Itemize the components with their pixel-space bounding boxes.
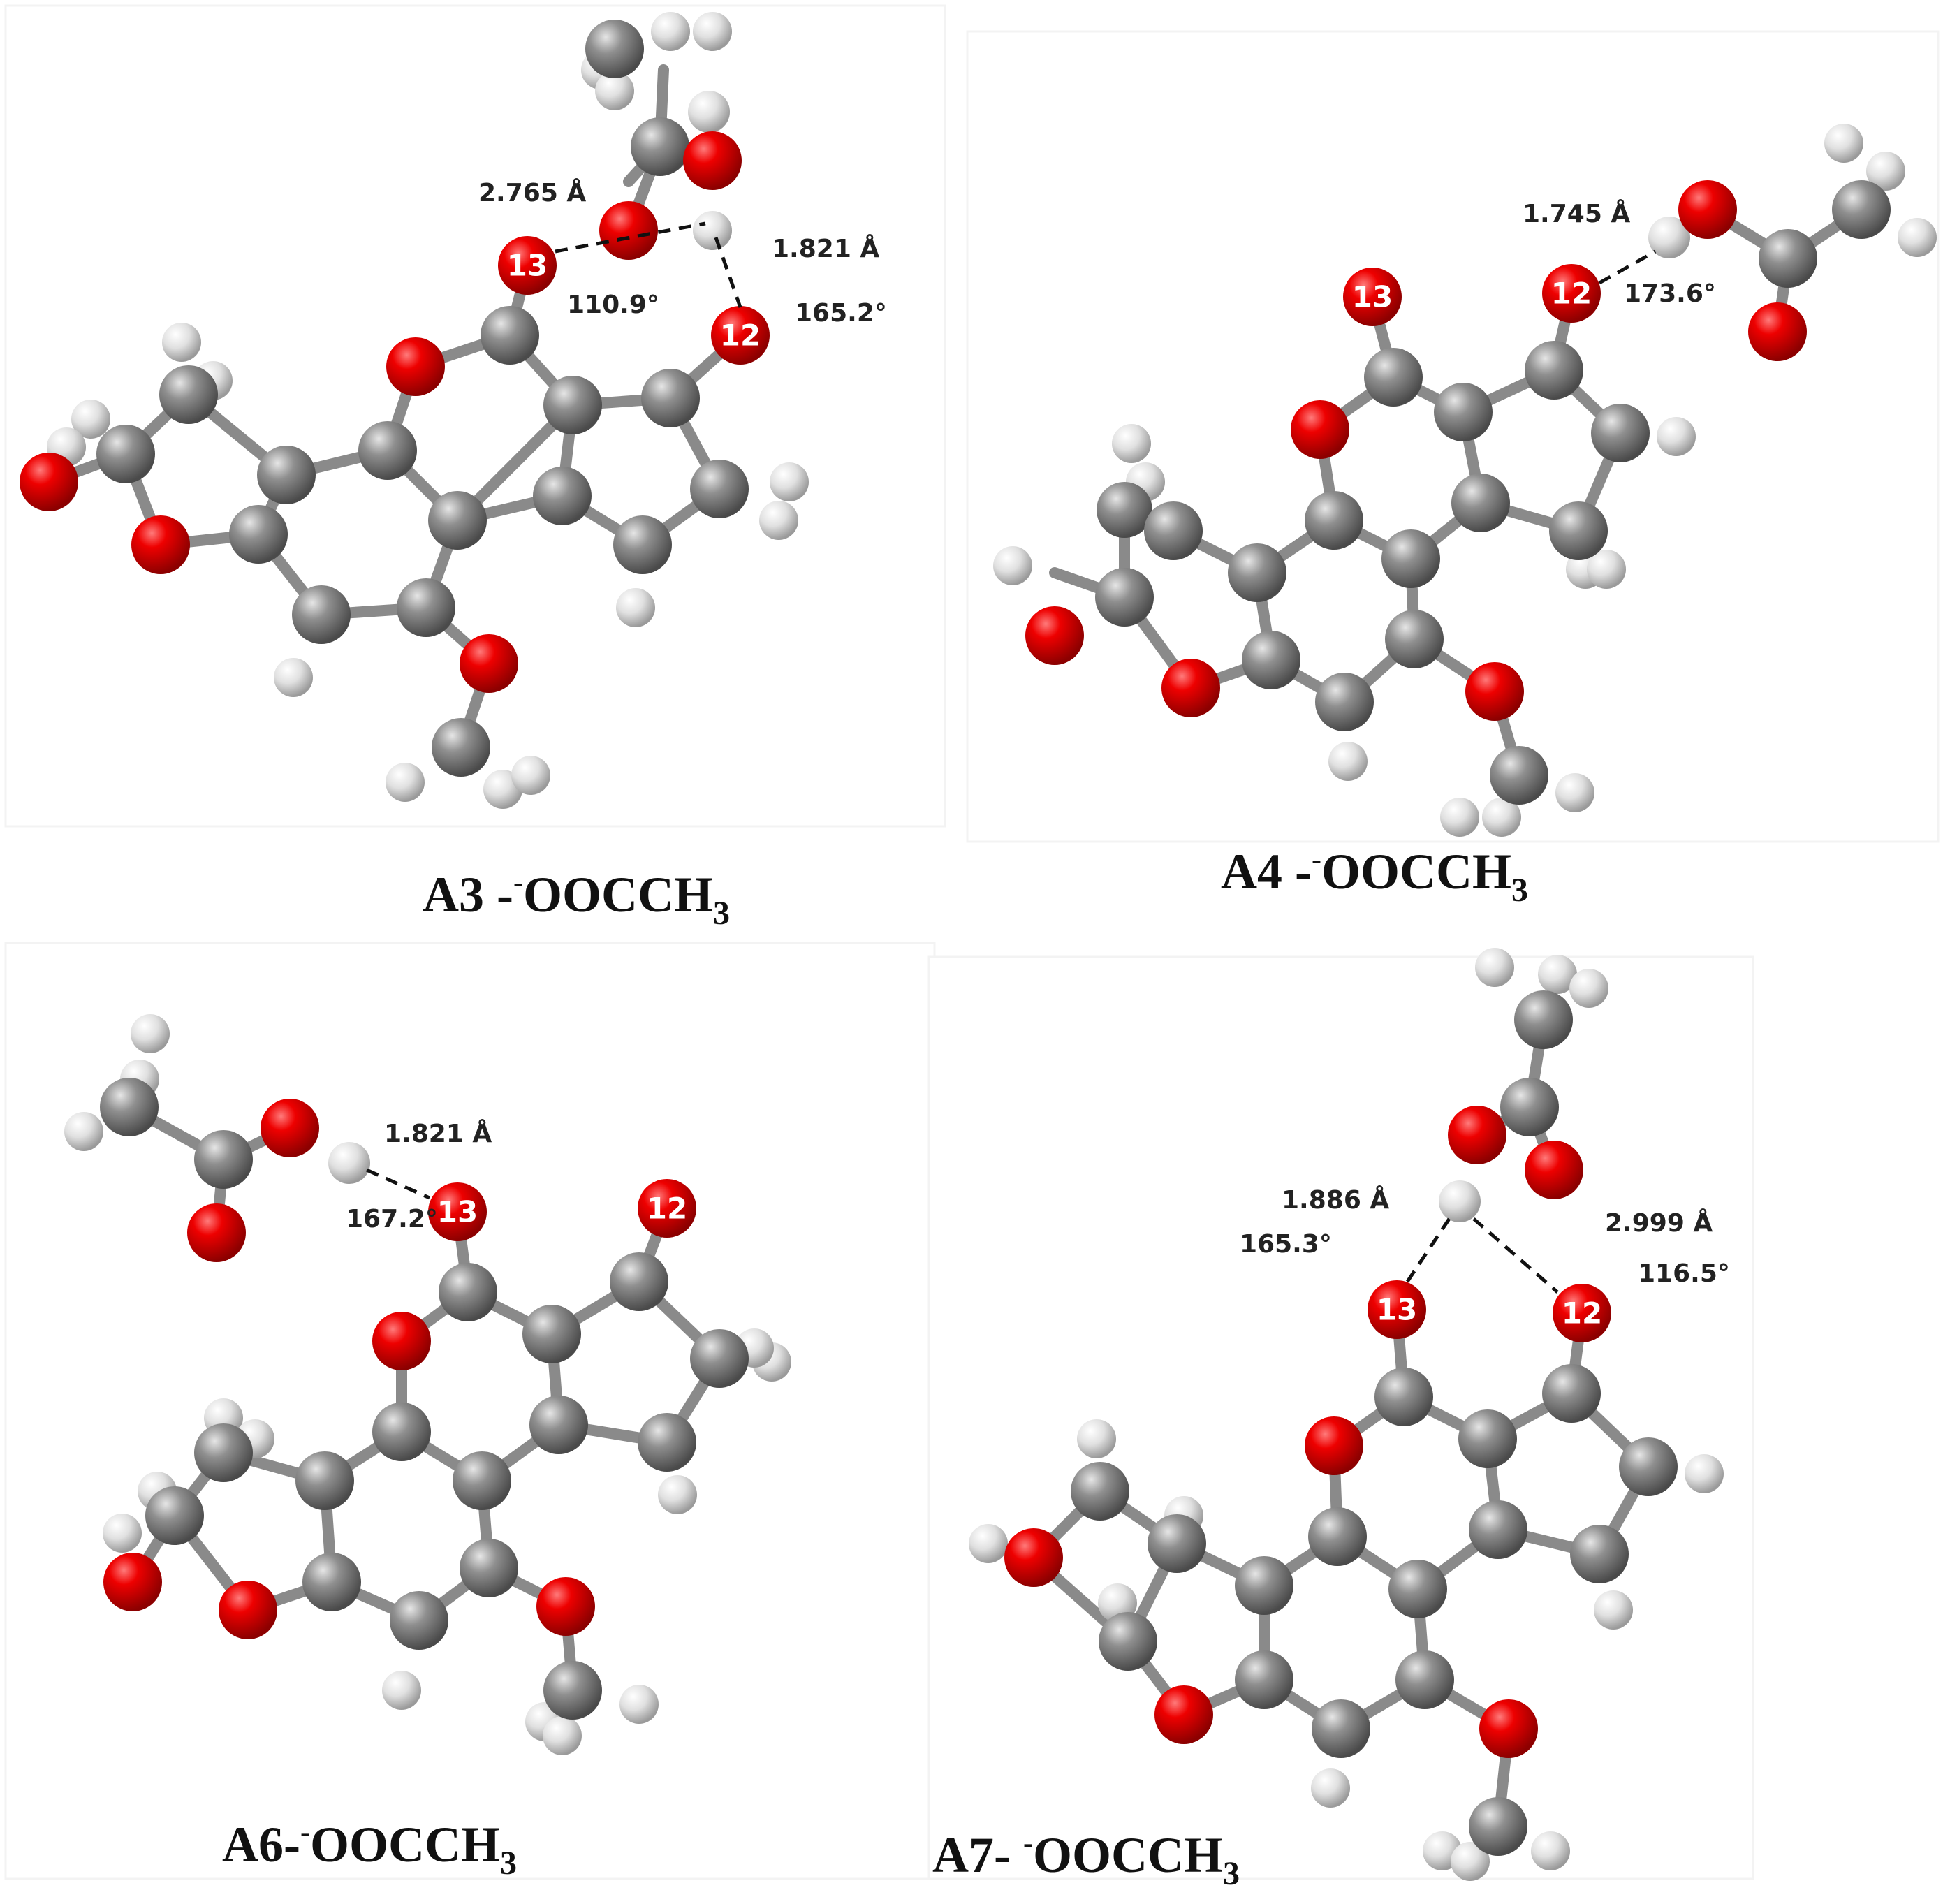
panel-a4: 13 12 1.745 Å 173.6° A4 --OOCCH3: [993, 124, 1937, 909]
hbond-a7-o12: [1472, 1217, 1559, 1294]
caption-a7: A7- -OOCCH3: [932, 1827, 1240, 1892]
atom-label-a4-12: 12: [1551, 277, 1592, 311]
measure-a7-distance-1: 1.886 Å: [1282, 1185, 1389, 1215]
caption-a3: A3 --OOCCH3: [423, 867, 730, 932]
atoms-a7: [969, 948, 1724, 1881]
atom-a4-o13: [1343, 268, 1402, 326]
atom-label-a7-13: 13: [1377, 1293, 1417, 1327]
atoms-a4: [993, 124, 1937, 837]
atoms-a6: [64, 1014, 791, 1755]
hbond-a3-o13: [555, 221, 706, 254]
hbond-a6-o13: [365, 1168, 431, 1200]
atom-a6-o12: [638, 1179, 696, 1238]
measure-a7-angle-2: 116.5°: [1638, 1259, 1730, 1288]
hbond-a4-o12: [1598, 249, 1657, 285]
measure-a6-angle-1: 167.2°: [346, 1205, 438, 1233]
panel-a6: 13 12 1.821 Å 167.2° A6--OOCCH3: [64, 1014, 791, 1882]
caption-a4: A4 --OOCCH3: [1221, 844, 1528, 909]
atom-label-a3-13: 13: [507, 249, 548, 283]
atom-a7-o12: [1553, 1284, 1611, 1342]
measure-a3-distance-2: 1.821 Å: [772, 234, 879, 263]
atom-label-a3-12: 12: [720, 318, 761, 353]
hbond-a3-o12: [714, 237, 742, 308]
hbond-a7-o13: [1405, 1217, 1451, 1283]
atom-a6-o13: [428, 1182, 487, 1241]
atom-a3-o13: [498, 236, 557, 295]
measure-a6-distance-1: 1.821 Å: [384, 1119, 492, 1148]
molecule-a6: 13 12: [64, 1014, 791, 1755]
measure-a3-angle-1: 110.9°: [567, 291, 659, 319]
atom-a7-o13: [1368, 1280, 1426, 1339]
molecule-a3: 13 12: [20, 12, 809, 809]
atom-label-a6-12: 12: [647, 1192, 687, 1226]
measure-a3-distance-1: 2.765 Å: [478, 178, 586, 207]
molecule-a7: 13 12: [969, 948, 1724, 1881]
caption-a6: A6--OOCCH3: [222, 1817, 517, 1882]
atom-label-a4-13: 13: [1352, 280, 1393, 314]
measure-a7-angle-1: 165.3°: [1240, 1230, 1332, 1259]
panel-a6-background: [4, 942, 936, 1880]
molecule-a4: 13 12: [993, 124, 1937, 837]
atom-a4-o12: [1542, 264, 1601, 323]
atoms-a3: [20, 12, 809, 809]
atom-label-a7-12: 12: [1562, 1296, 1602, 1331]
measure-a4-distance-1: 1.745 Å: [1523, 199, 1630, 228]
atom-label-a6-13: 13: [437, 1195, 478, 1229]
measure-a7-distance-2: 2.999 Å: [1605, 1208, 1713, 1238]
measure-a3-angle-2: 165.2°: [795, 299, 887, 328]
panel-a3: 13 12 2.765 Å 1.821 Å 110.9° 165.2° A3 -…: [20, 12, 887, 932]
atom-a3-o12: [711, 306, 770, 365]
measure-a4-angle-1: 173.6°: [1624, 279, 1716, 308]
panel-a7: 13 12 1.886 Å 165.3° 2.999 Å 116.5° A7- …: [932, 948, 1730, 1892]
